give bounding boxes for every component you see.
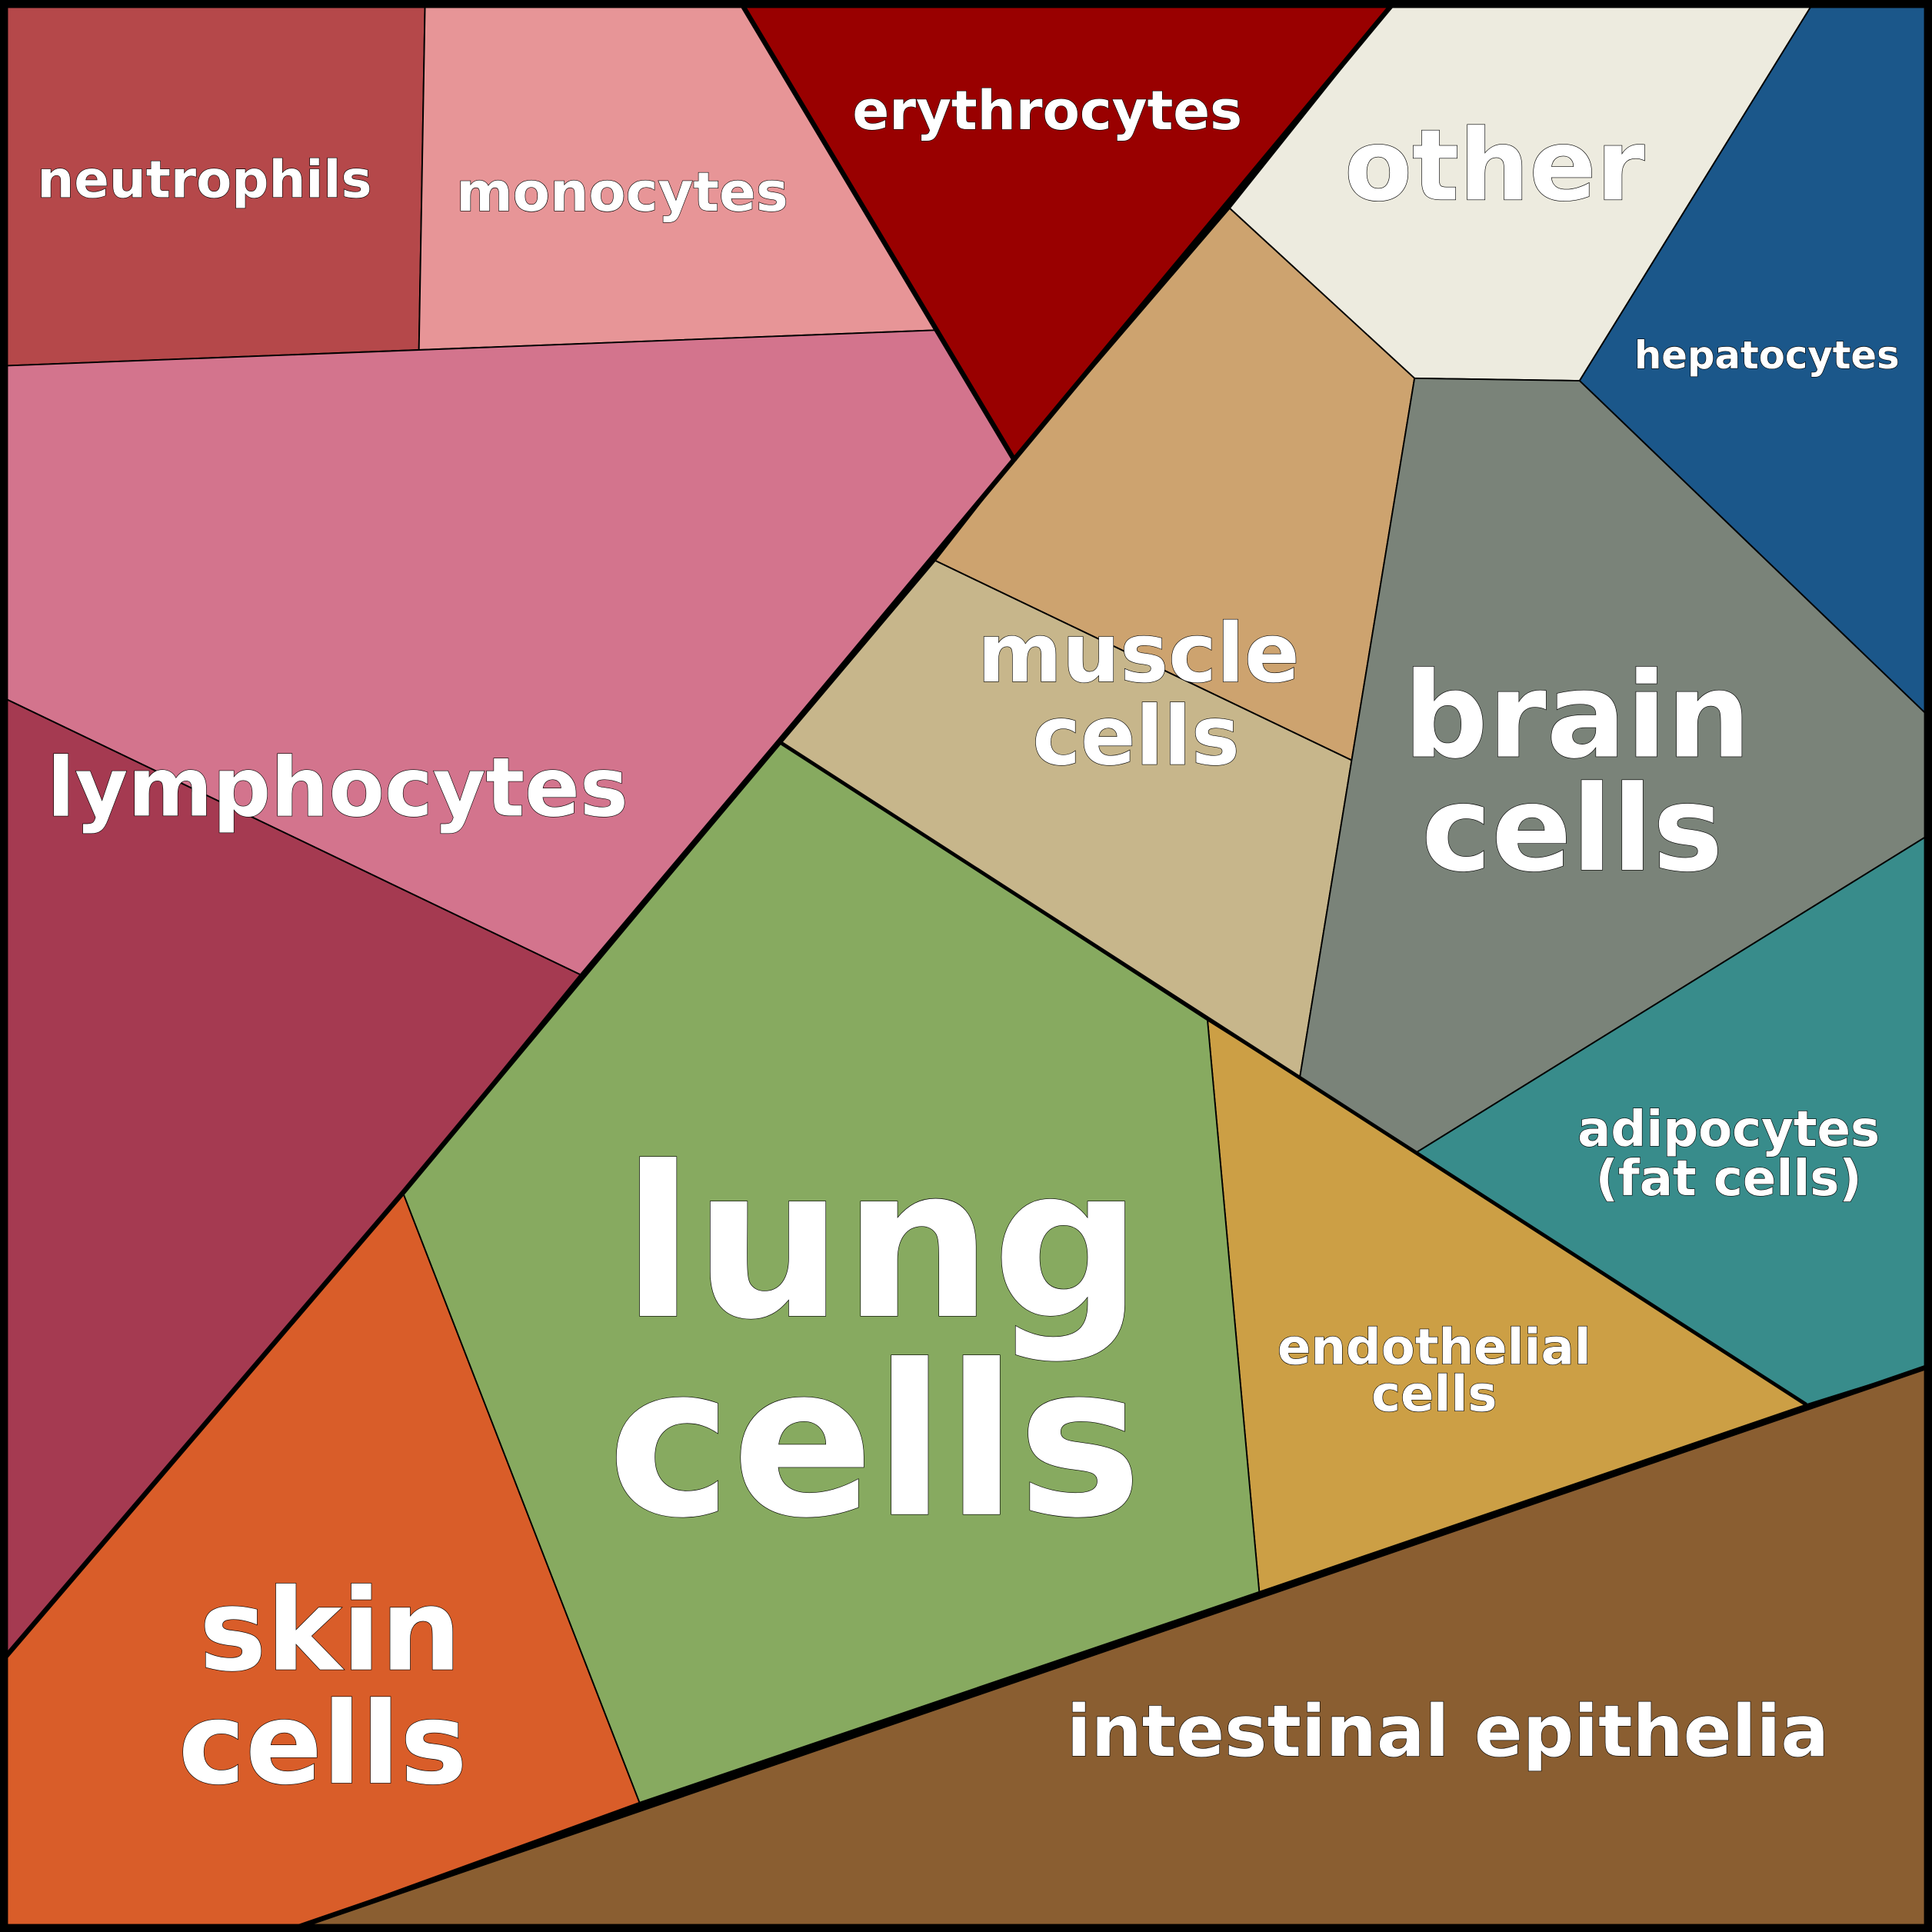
- label-intestinal: intestinal epithelia: [1067, 1690, 1829, 1773]
- label-neutrophils: neutrophils: [37, 149, 371, 209]
- region-hepatocytes: [1578, 0, 1932, 721]
- border-intestinal: [282, 1363, 1932, 1932]
- label-brain-1: brain: [1404, 648, 1751, 785]
- border-mid: [780, 741, 1807, 1407]
- label-brain-2: cells: [1421, 761, 1723, 898]
- border-blood: [0, 0, 1018, 1665]
- label-skin-1: skin: [199, 1564, 461, 1697]
- label-skin-2: cells: [178, 1677, 468, 1810]
- label-adipocytes-2: (fat cells): [1596, 1151, 1862, 1208]
- label-erythrocytes: erythrocytes: [852, 79, 1242, 142]
- label-monocytes: monocytes: [456, 161, 788, 224]
- label-endothelial-1: endothelial: [1277, 1319, 1591, 1376]
- labels: neutrophils monocytes erythrocytes other…: [37, 79, 1900, 1810]
- label-lung-1: lung: [622, 1122, 1142, 1366]
- label-muscle-1: muscle: [978, 606, 1300, 701]
- label-muscle-2: cells: [1032, 688, 1240, 783]
- label-adipocytes-1: adipocytes: [1577, 1101, 1880, 1158]
- label-other: other: [1344, 109, 1645, 224]
- border-erythro: [1012, 0, 1398, 461]
- label-lung-2: cells: [608, 1321, 1142, 1564]
- label-lymphocytes: lymphocytes: [47, 741, 628, 835]
- label-hepatocytes: hepatocytes: [1634, 333, 1900, 378]
- label-endothelial-2: cells: [1371, 1366, 1497, 1423]
